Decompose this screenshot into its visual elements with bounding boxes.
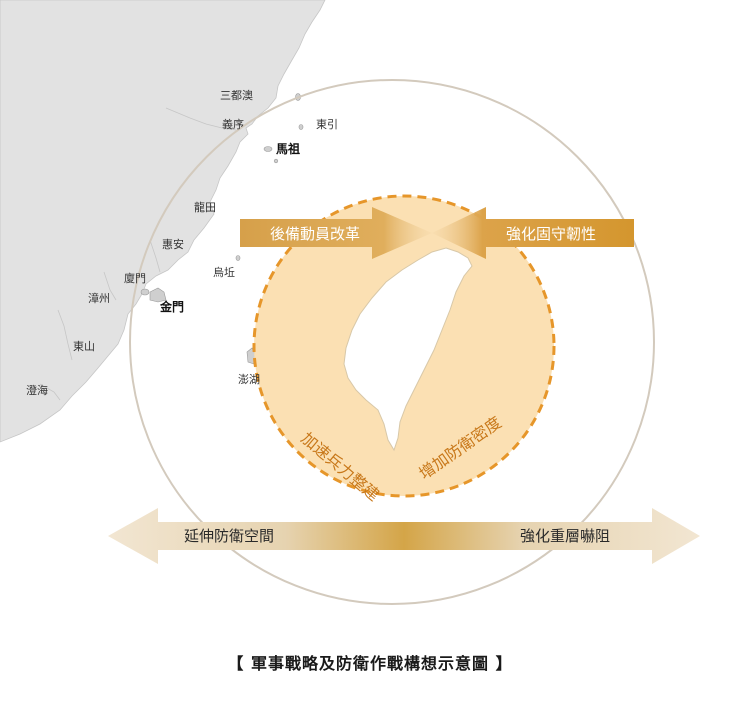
- wuqiu-island: [235, 255, 241, 261]
- arrow-bottom-double: [108, 508, 700, 564]
- label-chenghai: 澄海: [26, 383, 48, 397]
- kinmen-island: [149, 287, 167, 303]
- label-sanduao: 三都澳: [220, 89, 253, 102]
- arrow-top-right: [432, 207, 634, 259]
- coast-detail: [39, 107, 237, 401]
- label-multi-layer-deterrence: 強化重層嚇阻: [520, 527, 610, 545]
- arrow-top-left: [240, 207, 432, 259]
- dongyin-island: [298, 124, 304, 130]
- label-yixu: 義序: [222, 117, 244, 131]
- label-wuqiu: 烏坵: [213, 265, 235, 279]
- label-penghu: 澎湖: [238, 373, 260, 386]
- label-extend-defense-space: 延伸防衛空間: [184, 527, 274, 545]
- label-zhangzhou: 漳州: [88, 291, 110, 305]
- taiwan-shape: [343, 247, 473, 452]
- matsu-islet: [273, 158, 279, 164]
- diagram-caption: 【 軍事戰略及防衛作戰構想示意圖 】: [227, 654, 513, 673]
- matsu-island: [263, 146, 273, 152]
- label-xiamen: 廈門: [124, 271, 146, 285]
- xiamen-island: [140, 288, 150, 296]
- label-resilience: 強化固守韌性: [506, 225, 596, 243]
- label-kinmen: 金門: [159, 299, 184, 314]
- label-huian: 惠安: [162, 237, 184, 251]
- label-dongshan: 東山: [73, 340, 95, 353]
- label-longtian: 龍田: [194, 200, 216, 214]
- outer-defense-circle: [129, 79, 655, 605]
- label-reserve-reform: 後備動員改革: [270, 225, 360, 243]
- mainland-china-shape: [0, 0, 326, 443]
- label-matsu: 馬祖: [276, 141, 300, 156]
- label-dongyin: 東引: [316, 117, 338, 131]
